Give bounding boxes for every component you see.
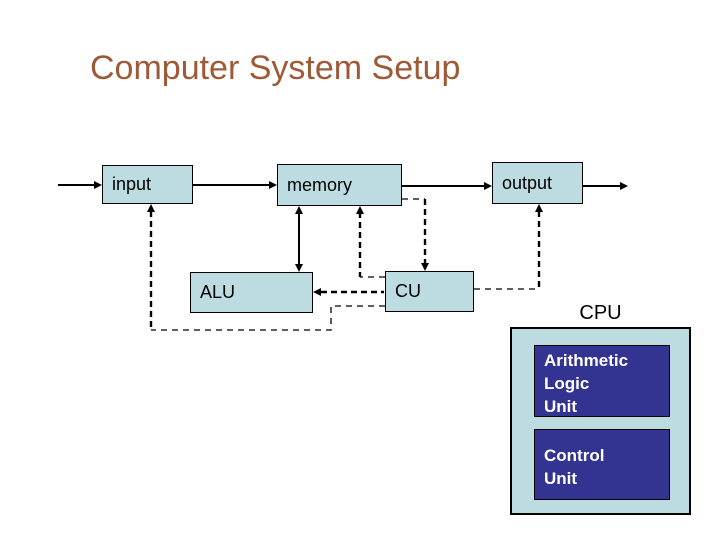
- edge-cu-alu-arrowhead: [313, 288, 321, 296]
- cpu-control-unit: Control Unit: [534, 429, 670, 500]
- edge-output-external-arrowhead: [620, 182, 628, 190]
- node-output: output: [492, 162, 583, 204]
- node-alu-label: ALU: [200, 282, 236, 302]
- node-output-label: output: [502, 172, 553, 193]
- cpu-label: CPU: [579, 302, 622, 324]
- node-cu: CU: [385, 271, 474, 312]
- edge-memory-alu-arrowhead-up: [295, 206, 303, 214]
- edge-cu-memory-arrowhead: [356, 206, 364, 214]
- edge-external-input-arrowhead: [94, 181, 102, 189]
- node-memory: memory: [277, 164, 402, 206]
- edge-memory-alu-arrowhead-down: [295, 264, 303, 272]
- node-input: input: [102, 165, 193, 204]
- cpu-box: Arithmetic Logic Unit Control Unit: [510, 327, 691, 515]
- node-input-label: input: [112, 174, 152, 194]
- node-cu-label: CU: [395, 281, 421, 301]
- edge-memory-cu-arrowhead: [421, 263, 429, 271]
- edge-memory-output-arrowhead: [484, 182, 492, 190]
- edge-input-memory-arrowhead: [269, 181, 277, 189]
- node-alu: ALU: [190, 272, 313, 313]
- cpu-arithmetic-logic-unit: Arithmetic Logic Unit: [534, 345, 670, 417]
- edge-cu-input-arrowhead: [147, 204, 155, 212]
- edge-cu-output-arrowhead: [535, 204, 543, 212]
- node-memory-label: memory: [287, 174, 353, 195]
- slide-title: Computer System Setup: [90, 49, 461, 87]
